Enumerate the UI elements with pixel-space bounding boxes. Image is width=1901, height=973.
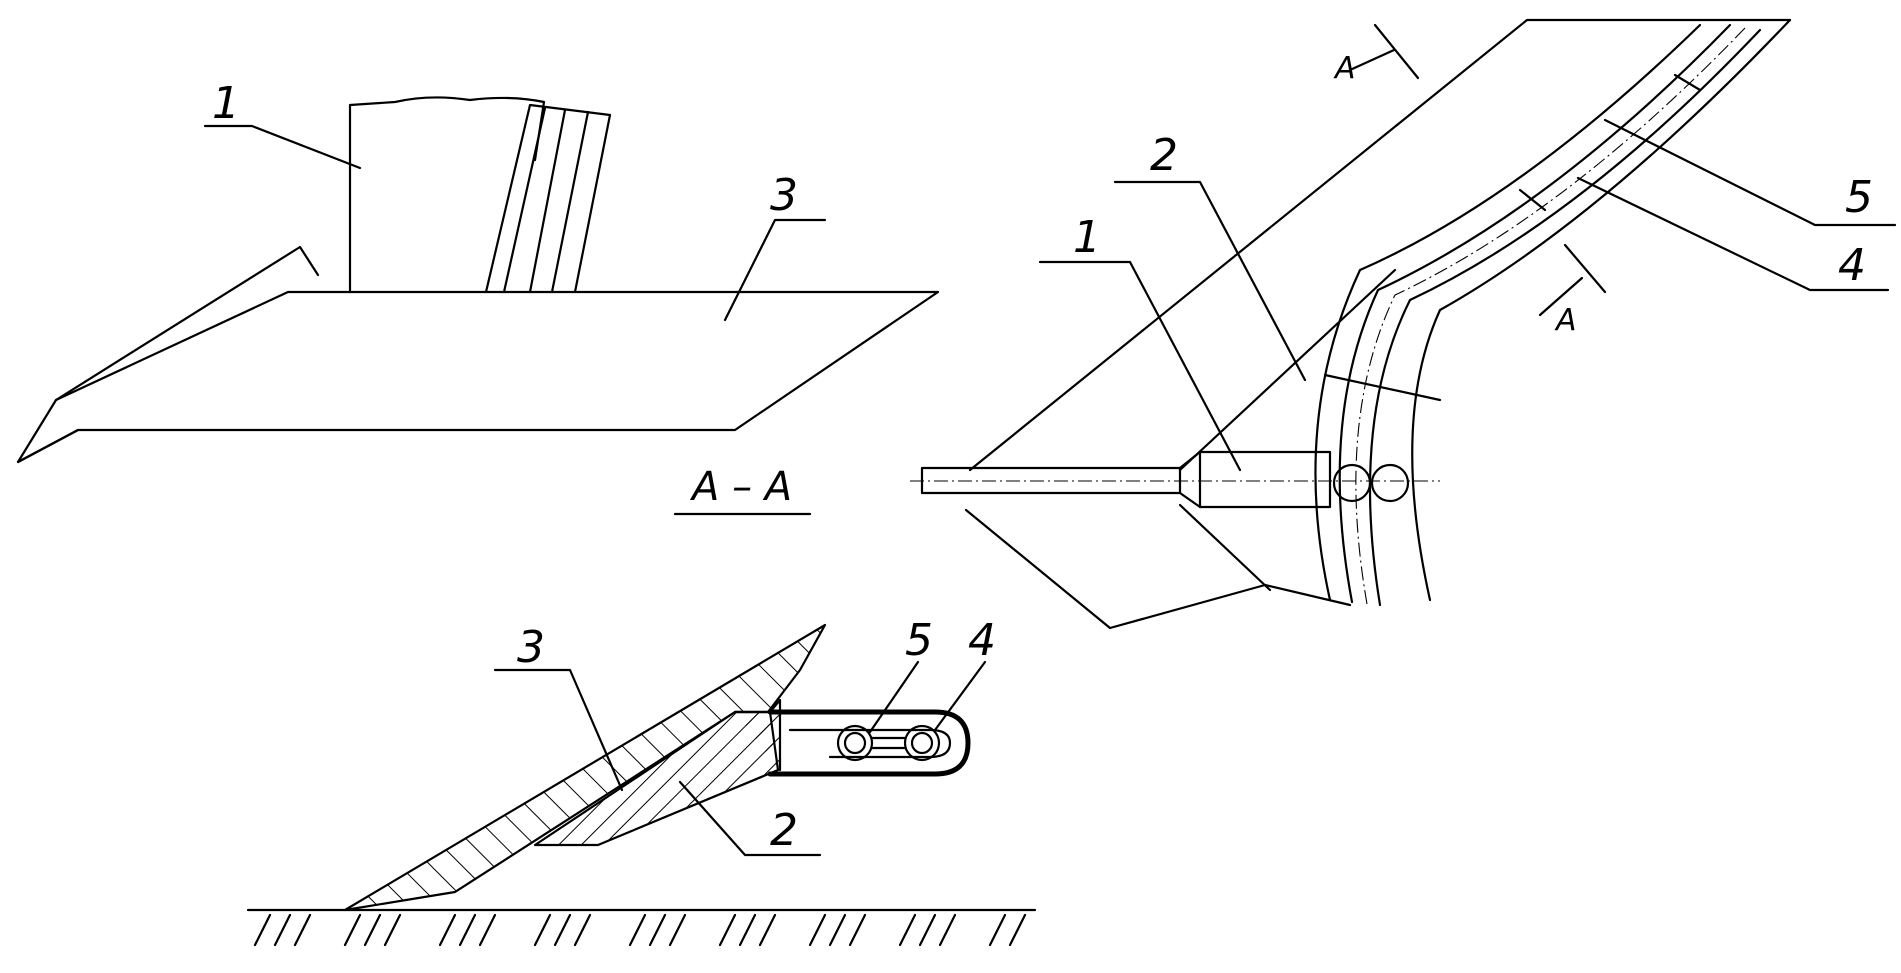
- label-4-section: 4: [968, 615, 996, 666]
- runner-tick-1: [1673, 73, 1702, 92]
- leader-5-section: [868, 660, 920, 734]
- leader-3-left: [723, 218, 827, 322]
- leader-1-left: [203, 124, 362, 170]
- moldboard-2-bottom: [964, 508, 1352, 630]
- section-bolt-4: [903, 724, 941, 762]
- leader-3-section: [493, 668, 624, 792]
- label-2-right: 2: [1150, 130, 1178, 181]
- leader-4-right: [1576, 176, 1890, 292]
- right-view: A A 2 1 5 4: [910, 18, 1897, 630]
- label-1-left: 1: [212, 78, 240, 129]
- runner-curve-inner: [1314, 23, 1702, 602]
- standard-1: [348, 96, 546, 294]
- section-bolt-5-core: [843, 731, 867, 755]
- label-1-right: 1: [1073, 212, 1101, 263]
- section-bolt-link: [870, 736, 907, 750]
- runner-section-line: [1323, 373, 1442, 402]
- share-3-body: [16, 290, 940, 464]
- section-arrow-top-letter: A: [1333, 51, 1356, 86]
- share-3-edge: [54, 245, 320, 402]
- runner-curve-2: [1338, 23, 1732, 604]
- left-view: 1 3: [16, 78, 940, 464]
- post-bar-line-1: [502, 106, 547, 294]
- block-connector: [1178, 450, 1202, 509]
- ground-hatch: [253, 913, 1027, 947]
- label-4-right: 4: [1838, 240, 1866, 291]
- leader-1-right: [1038, 260, 1242, 472]
- post-bar: [484, 103, 612, 294]
- moldboard-2-inner-edge: [1178, 268, 1397, 472]
- section-bolt-4-core: [910, 731, 934, 755]
- section-moldboard-2-tail: [733, 698, 782, 772]
- section-mark-top: [1373, 23, 1420, 80]
- bolt-circle-2: [1370, 463, 1410, 503]
- leader-4-section: [933, 660, 987, 732]
- standard-1-block: [1198, 450, 1332, 509]
- label-5-section: 5: [905, 615, 933, 666]
- section-runner-inner: [788, 728, 952, 759]
- label-2-section: 2: [770, 805, 798, 856]
- moldboard-2-lower: [1178, 503, 1272, 592]
- leader-5-right: [1603, 118, 1897, 227]
- section-mark-bottom: [1563, 243, 1607, 294]
- section-arrow-top: [1348, 48, 1396, 72]
- runner-curve-outer: [1411, 18, 1792, 602]
- post-bar-line-2: [528, 108, 567, 294]
- share-3-bevel: [16, 428, 80, 464]
- section-arrow-bottom: [1538, 276, 1584, 317]
- section-arrow-bottom-letter: A: [1554, 303, 1577, 338]
- label-5-right: 5: [1845, 172, 1873, 223]
- leader-2-section: [678, 780, 822, 857]
- runner-tick-2: [1518, 188, 1547, 212]
- moldboard-2-top: [968, 18, 1792, 472]
- bolt-circle-1: [1332, 463, 1372, 503]
- leader-2-right: [1113, 180, 1307, 382]
- label-3-section: 3: [517, 622, 545, 673]
- section-bolt-5: [836, 724, 874, 762]
- section-title: A – A: [689, 464, 792, 510]
- label-3-left: 3: [770, 170, 798, 221]
- runner-center-dash: [1355, 27, 1746, 605]
- section-view: A – A 3 5: [246, 464, 1037, 947]
- post-bar-line-3: [550, 110, 590, 294]
